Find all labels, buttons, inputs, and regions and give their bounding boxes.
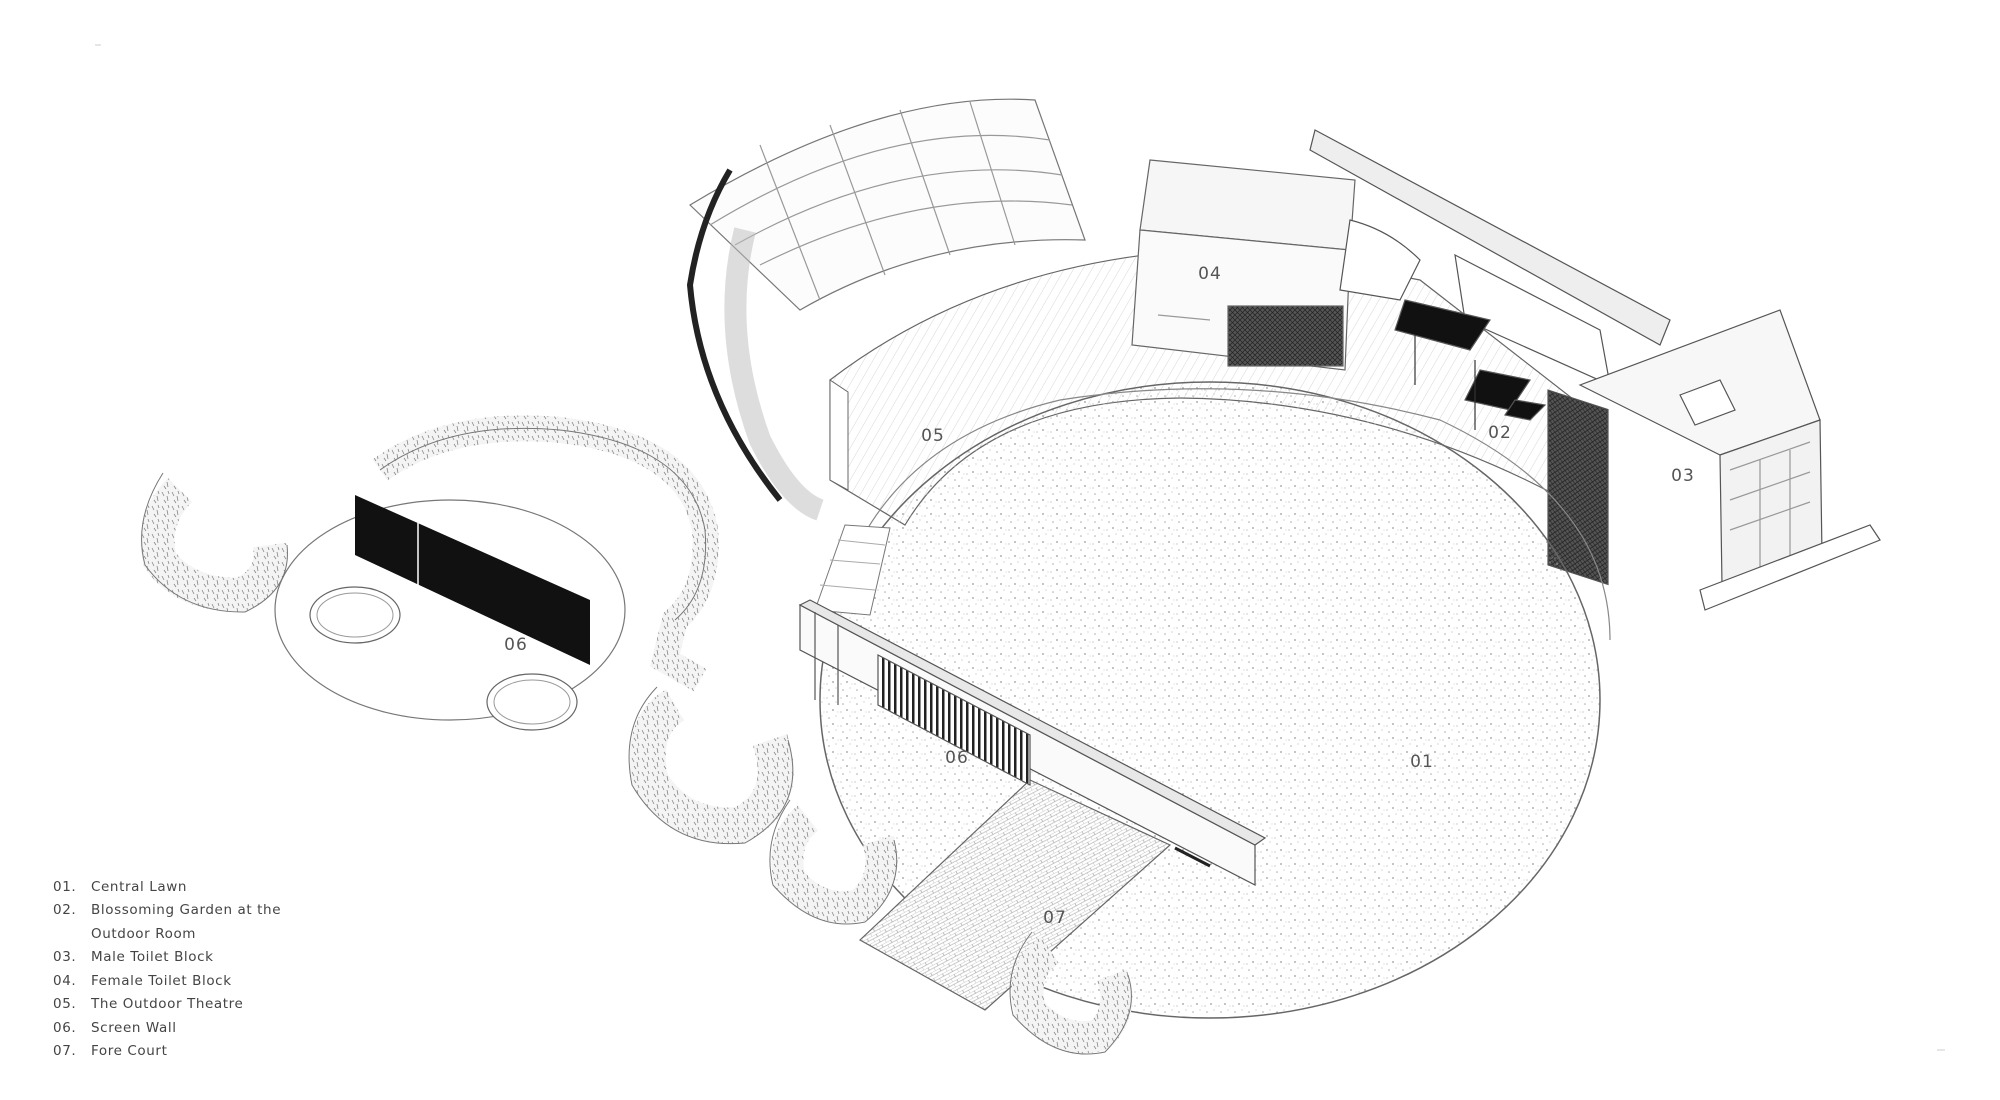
legend-item: 01. Central Lawn (53, 875, 281, 899)
legend-text: Central Lawn (91, 878, 188, 895)
zone-label-02: 02 (1488, 423, 1512, 443)
legend-item: 03. Male Toilet Block (53, 946, 281, 970)
legend-item: 02. Blossoming Garden at the (53, 899, 281, 923)
legend-number: 03. (53, 949, 77, 966)
zone-label-05: 05 (921, 426, 945, 446)
female-toilet-block (1131, 159, 1356, 371)
legend-number: 07. (53, 1043, 77, 1060)
legend-number: 04. (53, 972, 77, 989)
legend-item: 04. Female Toilet Block (53, 969, 281, 993)
legend-text: The Outdoor Theatre (91, 996, 244, 1013)
legend-text: Fore Court (91, 1043, 168, 1060)
legend-item: 07. Fore Court (53, 1040, 281, 1064)
legend: 01. Central Lawn 02. Blossoming Garden a… (53, 875, 281, 1063)
legend-item: 05. The Outdoor Theatre (53, 993, 281, 1017)
legend-text: Male Toilet Block (91, 949, 214, 966)
legend-item: Outdoor Room (53, 922, 281, 946)
outdoor-room-pergola (1309, 129, 1671, 586)
legend-text: Screen Wall (91, 1019, 177, 1036)
screen-wall-lawn (798, 599, 1267, 886)
legend-number: 01. (53, 878, 77, 895)
zone-label-03: 03 (1671, 466, 1695, 486)
legend-item: 06. Screen Wall (53, 1016, 281, 1040)
zone-label-06-west: 06 (504, 635, 528, 655)
stone-planter-walls (140, 477, 1133, 1054)
zone-label-01: 01 (1410, 752, 1434, 772)
fore-court (858, 779, 1172, 1011)
zone-label-04: 04 (1198, 264, 1222, 284)
west-screen-garden (274, 415, 719, 731)
lawn-steps (814, 524, 891, 616)
zone-label-06-lawn: 06 (945, 748, 969, 768)
stone-planter-outlines (141, 472, 1132, 1055)
corner-marks (95, 44, 1945, 1051)
theatre-canopy (686, 98, 1086, 521)
legend-text: Outdoor Room (91, 925, 197, 942)
legend-text: Blossoming Garden at the (91, 902, 282, 919)
legend-number: 02. (53, 902, 77, 919)
legend-text: Female Toilet Block (91, 972, 232, 989)
male-toilet-block (1578, 309, 1881, 611)
legend-number: 05. (53, 996, 77, 1013)
legend-number: 06. (53, 1019, 77, 1036)
zone-label-07: 07 (1043, 908, 1067, 928)
